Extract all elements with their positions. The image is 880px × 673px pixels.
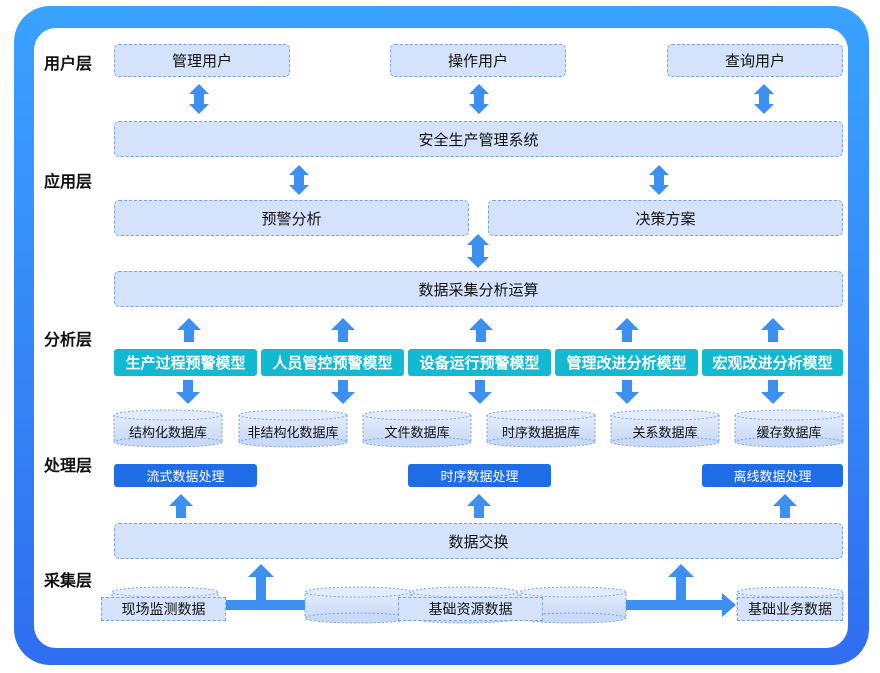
db-cylinder-6	[734, 409, 844, 448]
double-arrow-user-3	[754, 84, 774, 114]
db-cylinder-3	[362, 409, 472, 448]
user-box-operator: 操作用户	[390, 44, 566, 77]
layer-label-collection: 采集层	[44, 571, 93, 590]
db-cylinder-4	[486, 409, 596, 448]
source-cylinder-mid-1	[304, 586, 412, 624]
process-offline: 离线数据处理	[702, 464, 843, 487]
app-box-warning-analysis: 预警分析	[114, 200, 469, 236]
layer-label-analysis: 分析层	[44, 330, 93, 349]
up-arrow-proc-1	[169, 494, 193, 518]
app-box-decision-plan: 决策方案	[488, 200, 843, 236]
db-label-unstructured: 非结构化数据库	[247, 425, 339, 441]
db-label-cache: 缓存数据库	[756, 425, 822, 441]
double-arrow-user-2	[469, 84, 489, 114]
db-cylinders	[113, 409, 844, 448]
up-arrow-model-4	[615, 318, 639, 342]
safety-management-system: 安全生产管理系统	[114, 121, 843, 157]
db-label-relational: 关系数据库	[632, 425, 698, 441]
up-arrow-model-1	[177, 318, 201, 342]
db-label-structured: 结构化数据库	[128, 425, 207, 441]
up-arrow-model-2	[331, 318, 355, 342]
source-label-base-resource: 基础资源数据	[398, 597, 543, 621]
up-arrow-model-3	[469, 318, 493, 342]
double-arrow-compute	[467, 234, 489, 268]
source-connector-left	[224, 564, 306, 610]
db-cylinder-5	[610, 409, 720, 448]
down-arrow-db-2	[331, 380, 355, 404]
layer-label-processing: 处理层	[44, 456, 93, 475]
model-personnel-warning: 人员管控预警模型	[261, 349, 404, 376]
source-connector-right	[608, 564, 736, 617]
down-arrow-db-5	[761, 380, 785, 404]
model-equipment-warning: 设备运行预警模型	[408, 349, 551, 376]
model-macro-improvement: 宏观改进分析模型	[702, 349, 843, 376]
model-management-improvement: 管理改进分析模型	[555, 349, 698, 376]
up-arrow-model-5	[761, 318, 785, 342]
up-arrow-proc-2	[467, 494, 491, 518]
data-compute-box: 数据采集分析运算	[114, 271, 843, 307]
down-arrow-db-3	[468, 380, 492, 404]
double-arrow-app-1	[289, 165, 309, 195]
db-label-timeseries: 时序数据据库	[501, 425, 580, 441]
user-box-query: 查询用户	[667, 44, 843, 77]
db-cylinder-2	[238, 409, 348, 448]
up-arrow-proc-3	[773, 494, 797, 518]
user-box-admin: 管理用户	[114, 44, 290, 77]
layer-label-application: 应用层	[44, 172, 93, 191]
layer-label-user: 用户层	[44, 54, 93, 73]
double-arrow-app-2	[649, 165, 669, 195]
down-arrow-db-4	[615, 380, 639, 404]
process-timeseries: 时序数据处理	[408, 464, 551, 487]
process-stream: 流式数据处理	[114, 464, 257, 487]
db-label-file: 文件数据库	[384, 425, 450, 441]
data-exchange-box: 数据交换	[114, 523, 843, 559]
source-label-base-business: 基础业务数据	[737, 597, 843, 621]
model-production-warning: 生产过程预警模型	[114, 349, 257, 376]
db-cylinder-1	[113, 409, 223, 448]
down-arrow-db-1	[176, 380, 200, 404]
source-label-field-monitoring: 现场监测数据	[101, 597, 226, 621]
double-arrow-user-1	[189, 84, 209, 114]
